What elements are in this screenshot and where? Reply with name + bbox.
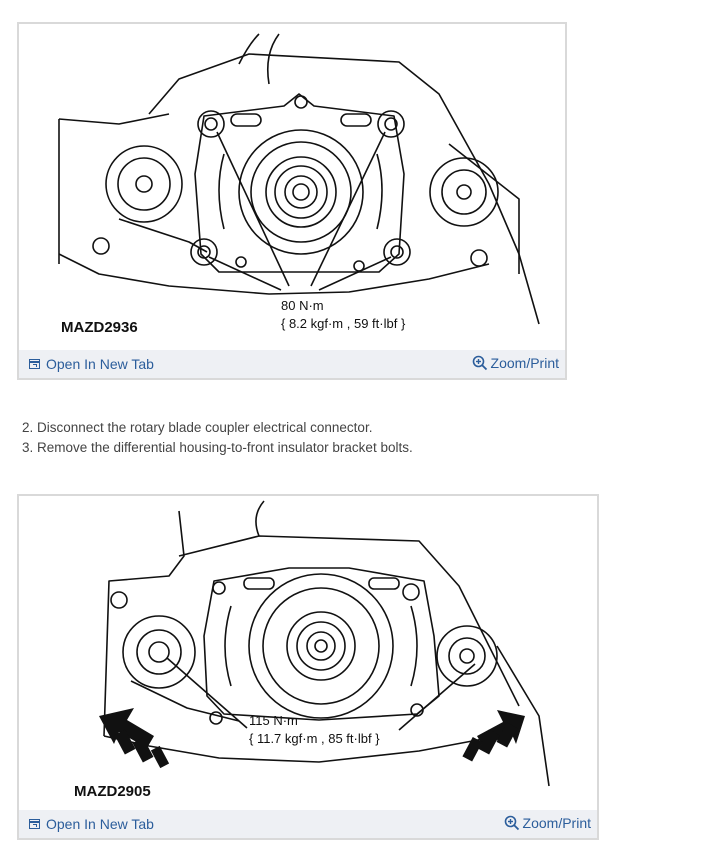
figure-1-diagram[interactable]: 80 N·m { 8.2 kgf·m , 59 ft·lbf } MAZD293… <box>19 24 565 350</box>
figure-1-code: MAZD2936 <box>61 319 138 336</box>
figure-1: 80 N·m { 8.2 kgf·m , 59 ft·lbf } MAZD293… <box>17 22 567 380</box>
figure-2: 115 N·m { 11.7 kgf·m , 85 ft·lbf } MAZD2… <box>17 494 599 840</box>
figure-1-open-tab-link[interactable]: Open In New Tab <box>29 356 154 372</box>
zoom-icon <box>472 355 487 371</box>
figure-2-toolbar: Open In New Tab Zoom/Print <box>19 810 597 838</box>
step-2: 2. Disconnect the rotary blade coupler e… <box>22 420 373 435</box>
figure-1-zoom-label: Zoom/Print <box>490 355 559 371</box>
figure-2-drawing: 115 N·m { 11.7 kgf·m , 85 ft·lbf } MAZD2… <box>74 500 550 800</box>
figure-1-open-label: Open In New Tab <box>46 356 154 372</box>
zoom-icon <box>504 815 519 831</box>
step-3: 3. Remove the differential housing-to-fr… <box>22 440 413 455</box>
figure-2-diagram[interactable]: 115 N·m { 11.7 kgf·m , 85 ft·lbf } MAZD2… <box>19 496 597 810</box>
figure-2-torque-imperial: { 11.7 kgf·m , 85 ft·lbf } <box>249 731 380 746</box>
instruction-steps: 2. Disconnect the rotary blade coupler e… <box>22 418 413 458</box>
figure-1-torque-imperial: { 8.2 kgf·m , 59 ft·lbf } <box>281 316 406 331</box>
figure-2-open-label: Open In New Tab <box>46 816 154 832</box>
figure-1-toolbar: Open In New Tab Zoom/Print <box>19 350 565 378</box>
figure-1-zoom-link[interactable]: Zoom/Print <box>472 355 559 371</box>
figure-1-torque-nm: 80 N·m <box>281 298 324 313</box>
open-tab-icon <box>29 819 40 829</box>
figure-2-torque-nm: 115 N·m <box>249 713 298 728</box>
figure-2-open-tab-link[interactable]: Open In New Tab <box>29 816 154 832</box>
figure-2-code: MAZD2905 <box>74 783 151 800</box>
figure-1-drawing: 80 N·m { 8.2 kgf·m , 59 ft·lbf } MAZD293… <box>58 33 540 336</box>
open-tab-icon <box>29 359 40 369</box>
figure-2-zoom-label: Zoom/Print <box>522 815 591 831</box>
figure-2-zoom-link[interactable]: Zoom/Print <box>504 815 591 831</box>
